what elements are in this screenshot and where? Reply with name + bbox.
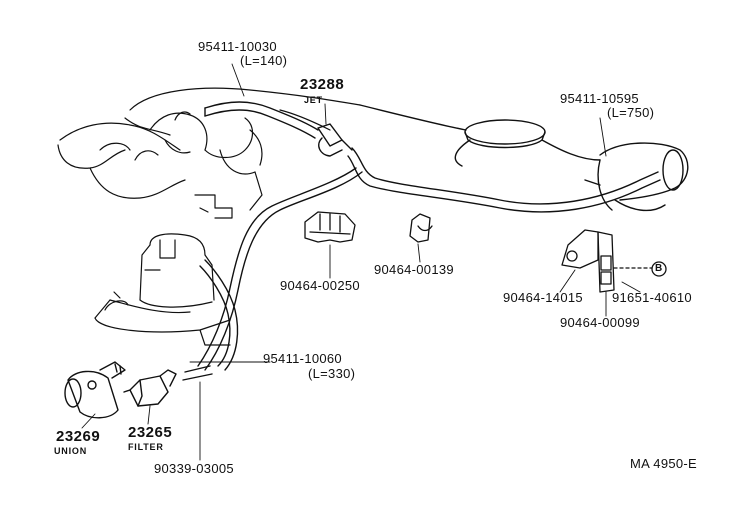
hose-95411-10030-length: (L=140) (240, 53, 288, 68)
hose-descending (197, 167, 363, 371)
clip-90464-00139-label: 90464-00139 (374, 262, 454, 277)
clip-90464-00250 (304, 211, 356, 243)
jet-part-number: 23288 (300, 76, 345, 93)
union-part-number: 23269 (56, 428, 101, 445)
reference-b-marker: B (655, 263, 663, 274)
jet-part-name: JET (304, 95, 323, 105)
hose-95411-10595-label: 95411-10595 (560, 91, 639, 106)
hose-95411-10060-label: 95411-10060 (263, 351, 342, 366)
hose-95411-10030 (204, 101, 319, 139)
union-part (64, 361, 126, 419)
union-part-name: UNION (54, 446, 87, 456)
bracket-assembly (561, 229, 667, 293)
carburetor-outline (94, 233, 231, 346)
bolt-91651-40610-label: 91651-40610 (612, 290, 692, 305)
hose-95411-10595-length: (L=750) (607, 105, 655, 120)
hose-95411-10595 (347, 147, 661, 213)
filter-part-number: 23265 (128, 424, 173, 441)
hose-95411-10060-length: (L=330) (308, 366, 356, 381)
filter-part-name: FILTER (128, 442, 164, 452)
hose-95411-10060 (182, 259, 239, 381)
clamp-90339-03005-label: 90339-03005 (154, 461, 234, 476)
jet-part (317, 123, 353, 157)
leader-lines (81, 63, 641, 461)
clip-90464-00250-label: 90464-00250 (280, 278, 360, 293)
hose-95411-10030-label: 95411-10030 (198, 39, 277, 54)
air-cleaner (359, 104, 689, 212)
clip-90464-00139 (409, 213, 433, 243)
reference-code: MA 4950-E (630, 456, 698, 471)
clip-90464-14015-label: 90464-14015 (503, 290, 583, 305)
clip-90464-00099-label: 90464-00099 (560, 315, 640, 330)
engine-outline (57, 87, 361, 219)
filter-part (123, 369, 177, 407)
